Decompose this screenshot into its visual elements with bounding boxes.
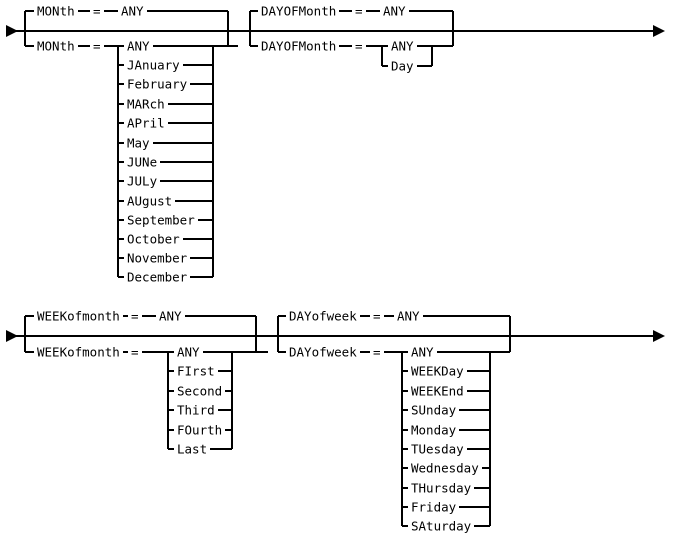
weekofmonth-option-third: Third xyxy=(174,403,218,417)
dayofweek-option-wednesday: Wednesday xyxy=(408,461,482,475)
dayofmonth-value-top: ANY xyxy=(380,4,409,18)
month-option-july: JULy xyxy=(124,174,161,188)
dayofweek-keyword-top: DAYofweek xyxy=(286,309,360,323)
dayofweek-option-sunday: SUnday xyxy=(408,403,460,417)
weekofmonth-keyword-bottom: WEEKofmonth xyxy=(34,345,123,359)
dayofweek-equals-top: = xyxy=(370,309,384,323)
month-option-september: September xyxy=(124,213,198,227)
month-keyword-bottom: MONth xyxy=(34,39,78,53)
weekofmonth-equals-bottom: = xyxy=(128,345,142,359)
month-equals-top: = xyxy=(90,4,104,18)
dayofweek-option-monday: Monday xyxy=(408,423,460,437)
month-option-december: December xyxy=(124,270,191,284)
weekofmonth-value-top: ANY xyxy=(156,309,185,323)
dayofmonth-option-any: ANY xyxy=(388,39,417,53)
weekofmonth-option-second: Second xyxy=(174,384,226,398)
dayofweek-value-top: ANY xyxy=(394,309,423,323)
dayofmonth-equals-bottom: = xyxy=(352,39,366,53)
month-keyword-top: MONth xyxy=(34,4,78,18)
month-equals-bottom: = xyxy=(90,39,104,53)
dayofmonth-equals-top: = xyxy=(352,4,366,18)
month-option-november: November xyxy=(124,251,191,265)
month-option-any: ANY xyxy=(124,39,153,53)
dayofmonth-option-day: Day xyxy=(388,59,417,73)
dayofweek-equals-bottom: = xyxy=(370,345,384,359)
dayofweek-option-tuesday: TUesday xyxy=(408,442,467,456)
month-option-march: MARch xyxy=(124,97,168,111)
month-option-august: AUgust xyxy=(124,194,176,208)
dayofmonth-keyword-bottom: DAYOFMonth xyxy=(258,39,340,53)
month-option-january: JAnuary xyxy=(124,58,183,72)
weekofmonth-equals-top: = xyxy=(128,309,142,323)
month-option-april: APril xyxy=(124,116,168,130)
dayofweek-keyword-bottom: DAYofweek xyxy=(286,345,360,359)
month-option-june: JUNe xyxy=(124,155,161,169)
dayofweek-option-any: ANY xyxy=(408,345,437,359)
month-option-october: October xyxy=(124,232,183,246)
weekofmonth-option-fourth: FOurth xyxy=(174,423,226,437)
month-option-may: May xyxy=(124,136,153,150)
weekofmonth-option-first: FIrst xyxy=(174,364,218,378)
dayofweek-option-saturday: SAturday xyxy=(408,519,475,533)
weekofmonth-keyword-top: WEEKofmonth xyxy=(34,309,123,323)
weekofmonth-option-any: ANY xyxy=(174,345,203,359)
weekofmonth-option-last: Last xyxy=(174,442,211,456)
dayofweek-option-thursday: THursday xyxy=(408,481,475,495)
dayofmonth-keyword-top: DAYOFMonth xyxy=(258,4,340,18)
dayofweek-option-weekend: WEEKEnd xyxy=(408,384,467,398)
month-value-top: ANY xyxy=(118,4,147,18)
month-option-february: February xyxy=(124,77,191,91)
dayofweek-option-friday: Friday xyxy=(408,500,460,514)
dayofweek-option-weekday: WEEKDay xyxy=(408,364,467,378)
